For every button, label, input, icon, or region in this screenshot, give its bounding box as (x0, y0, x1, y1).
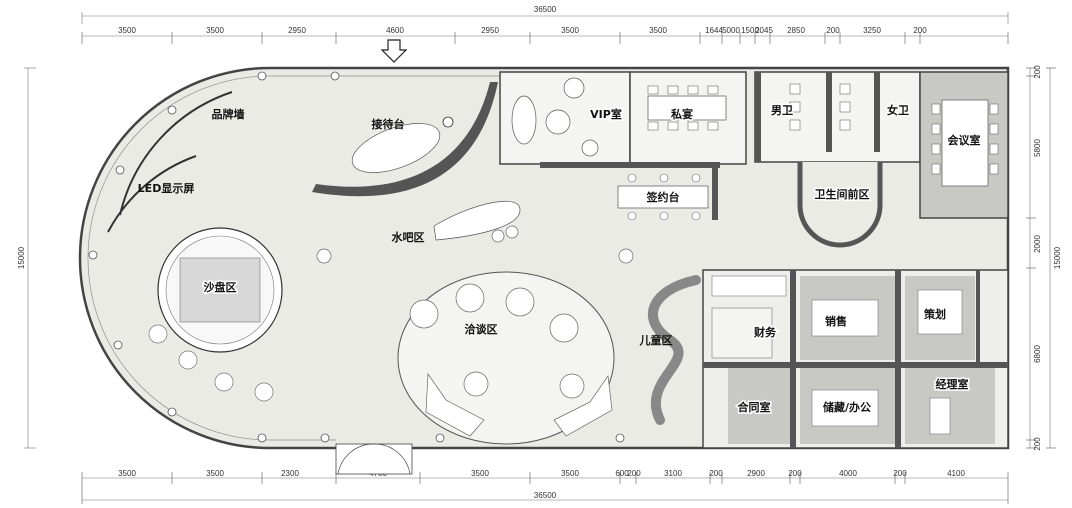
dim-right-1: 200 (1033, 65, 1042, 79)
label-wc-front: 卫生间前区 (815, 187, 870, 201)
label-contract-room: 合同室 (738, 400, 771, 414)
label-finance: 财务 (753, 325, 777, 339)
label-reception: 接待台 (372, 117, 405, 131)
dim-top-2: 3500 (206, 26, 224, 35)
top-dimensions: 36500 3500 3500 2950 4600 2950 3500 3500… (81, 5, 1009, 44)
dim-top-15: 200 (913, 26, 927, 35)
dim-top-4: 4600 (386, 26, 404, 35)
brand-wall-arc (119, 91, 233, 216)
negotiation-zone (397, 271, 615, 445)
label-brand-wall: 品牌墙 (212, 107, 245, 121)
dim-top-3: 2950 (288, 26, 306, 35)
dim-top-14: 3250 (863, 26, 881, 35)
water-bar-stools (316, 225, 634, 264)
label-water-bar: 水吧区 (392, 230, 425, 244)
dim-bottom-5: 3500 (471, 469, 489, 478)
label-mens-wc: 男卫 (771, 104, 793, 117)
vip-south-wall (540, 162, 720, 168)
dim-bottom-2: 3500 (206, 469, 224, 478)
dim-top-7: 3500 (649, 26, 667, 35)
dim-top-10: 1500 (741, 26, 759, 35)
perimeter-columns (88, 71, 625, 443)
label-led-screen: LED显示屏 (138, 182, 195, 195)
dim-right-5: 6800 (1033, 345, 1042, 363)
dim-bottom-8: 200 (627, 469, 641, 478)
dim-right-2: 5800 (1033, 139, 1042, 157)
water-bar-counter (433, 200, 521, 241)
meeting-room (919, 71, 1009, 219)
wc-front-curve (797, 162, 883, 248)
dim-top-9: 5000 (722, 26, 740, 35)
dim-bottom-15: 4100 (947, 469, 965, 478)
label-womens-wc: 女卫 (887, 103, 909, 117)
label-planning: 策划 (923, 307, 946, 321)
dim-bottom-11: 2900 (747, 469, 765, 478)
dim-bottom-3: 2300 (281, 469, 299, 478)
dim-bottom-12: 200 (788, 469, 802, 478)
dim-top-12: 2850 (787, 26, 805, 35)
reception-curved-wall (312, 82, 498, 197)
bottom-dimensions: 3500 3500 2300 4700 3500 3500 600 200 31… (81, 469, 1009, 504)
dim-bottom-total: 36500 (534, 491, 557, 500)
dim-right-6: 200 (1033, 437, 1042, 451)
reception-desk (351, 123, 441, 173)
sand-table-seats (148, 324, 274, 402)
label-private-dining: 私宴 (671, 107, 693, 121)
down-arrow-icon (380, 39, 408, 63)
dim-bottom-1: 3500 (118, 469, 136, 478)
label-kids-area: 儿童区 (639, 333, 673, 347)
side-dimensions: 15000 200 5800 2000 15000 6800 200 (17, 65, 1062, 451)
dim-left: 15000 (17, 246, 26, 269)
kids-area-path (647, 275, 701, 425)
dim-top-total: 36500 (534, 5, 557, 14)
dim-bottom-13: 4000 (839, 469, 857, 478)
led-screen-arc (107, 155, 197, 233)
signing-wall (712, 162, 718, 220)
label-sand-table: 沙盘区 (204, 280, 237, 294)
label-negotiation: 洽谈区 (465, 322, 498, 336)
signing-desk (617, 173, 709, 221)
bottom-entrance-door (335, 443, 413, 475)
dim-bottom-10: 200 (709, 469, 723, 478)
dim-bottom-9: 3100 (664, 469, 682, 478)
label-signing-desk: 签约台 (646, 190, 680, 204)
dim-right-4: 15000 (1053, 246, 1062, 269)
dim-top-1: 3500 (118, 26, 136, 35)
office-block (702, 269, 1009, 449)
dim-top-5: 2950 (481, 26, 499, 35)
dim-top-8: 1644 (705, 26, 723, 35)
dim-bottom-7: 600 (615, 469, 629, 478)
vip-room (499, 71, 631, 165)
label-meeting-room: 会议室 (948, 133, 981, 147)
dim-bottom-14: 200 (893, 469, 907, 478)
dim-top-13: 200 (826, 26, 840, 35)
room-labels: 品牌墙 接待台 LED显示屏 VIP室 私宴 签约台 男卫 女卫 会议室 卫生间… (138, 102, 982, 416)
private-dining-room (629, 71, 747, 165)
sand-table (157, 227, 283, 353)
restroom-block (754, 71, 921, 163)
label-storage-office: 储藏/办公 (823, 400, 871, 414)
reception-lamp (442, 116, 454, 128)
dim-bottom-6: 3500 (561, 469, 579, 478)
label-sales: 销售 (825, 314, 847, 328)
dim-top-6: 3500 (561, 26, 579, 35)
dim-right-3: 2000 (1033, 235, 1042, 253)
label-manager-room: 经理室 (936, 377, 969, 391)
dim-top-11: 2045 (755, 26, 773, 35)
label-vip-room: VIP室 (590, 107, 622, 121)
